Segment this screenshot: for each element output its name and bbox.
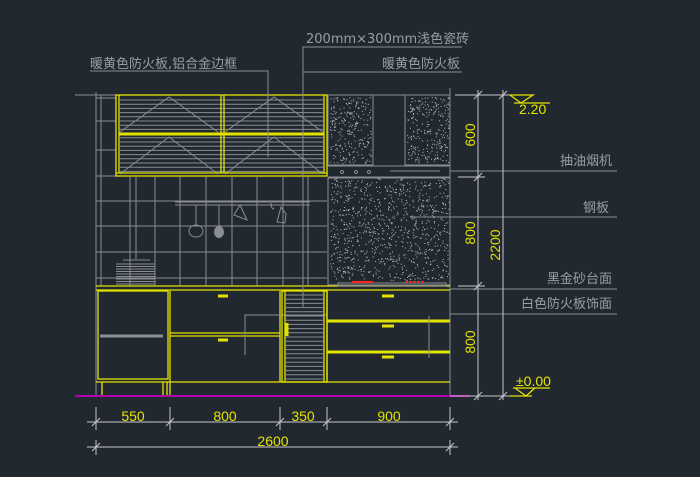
base-cabinets <box>96 290 450 396</box>
dim-base-height: 800 <box>462 330 478 354</box>
dim-hood-height: 600 <box>462 123 478 147</box>
granite-speckle <box>330 97 450 281</box>
dim-backsplash-height: 800 <box>462 221 478 245</box>
towel-icon <box>276 205 287 224</box>
dim-total-height: 2200 <box>487 229 503 260</box>
wall-tile-grid <box>96 177 327 286</box>
dim-width-dishwasher: 550 <box>121 408 145 424</box>
dim-width-drawers: 800 <box>213 408 237 424</box>
label-cabinet-face: 白色防火板饰面 <box>521 296 612 312</box>
elevation-floor: ±0.00 <box>516 373 551 389</box>
label-range-hood: 抽油烟机 <box>560 154 612 169</box>
vertical-dimensions: 600 800 2200 800 <box>450 90 510 401</box>
dishwasher <box>97 290 169 380</box>
horizontal-dimensions: 550 800 350 900 2600 <box>87 407 458 455</box>
whisk-icon <box>233 203 248 221</box>
side-tile-strip <box>96 95 116 286</box>
elevation-top: 2.20 <box>519 101 546 117</box>
spoon-icon <box>214 226 224 238</box>
dim-width-stove: 900 <box>377 408 401 424</box>
plate-stack <box>116 177 155 285</box>
elevation-marker-floor: ±0.00 <box>510 373 551 397</box>
dim-width-pullout: 350 <box>291 408 315 424</box>
steel-backsplash <box>327 177 451 286</box>
callouts-right: 抽油烟机 钢板 黑金砂台面 白色防火板饰面 <box>410 154 617 315</box>
label-tile: 200mm×300mm浅色瓷砖 <box>306 31 469 47</box>
label-warm-yellow-board: 暖黄色防火板 <box>382 56 460 72</box>
dim-total-width: 2600 <box>257 433 288 449</box>
label-countertop: 黑金砂台面 <box>547 271 612 287</box>
countertop <box>96 281 450 291</box>
callouts-top: 暖黄色防火板,铝合金边框 200mm×300mm浅色瓷砖 暖黄色防火板 <box>90 31 469 307</box>
label-upper-cabinet: 暖黄色防火板,铝合金边框 <box>90 56 237 72</box>
ladle-icon <box>188 224 204 238</box>
upper-cabinet <box>115 94 328 177</box>
range-hood <box>327 94 451 181</box>
utensil-rail <box>175 201 310 238</box>
label-steel-plate: 钢板 <box>583 201 609 216</box>
elevation-marker-top: 2.20 <box>509 94 550 117</box>
